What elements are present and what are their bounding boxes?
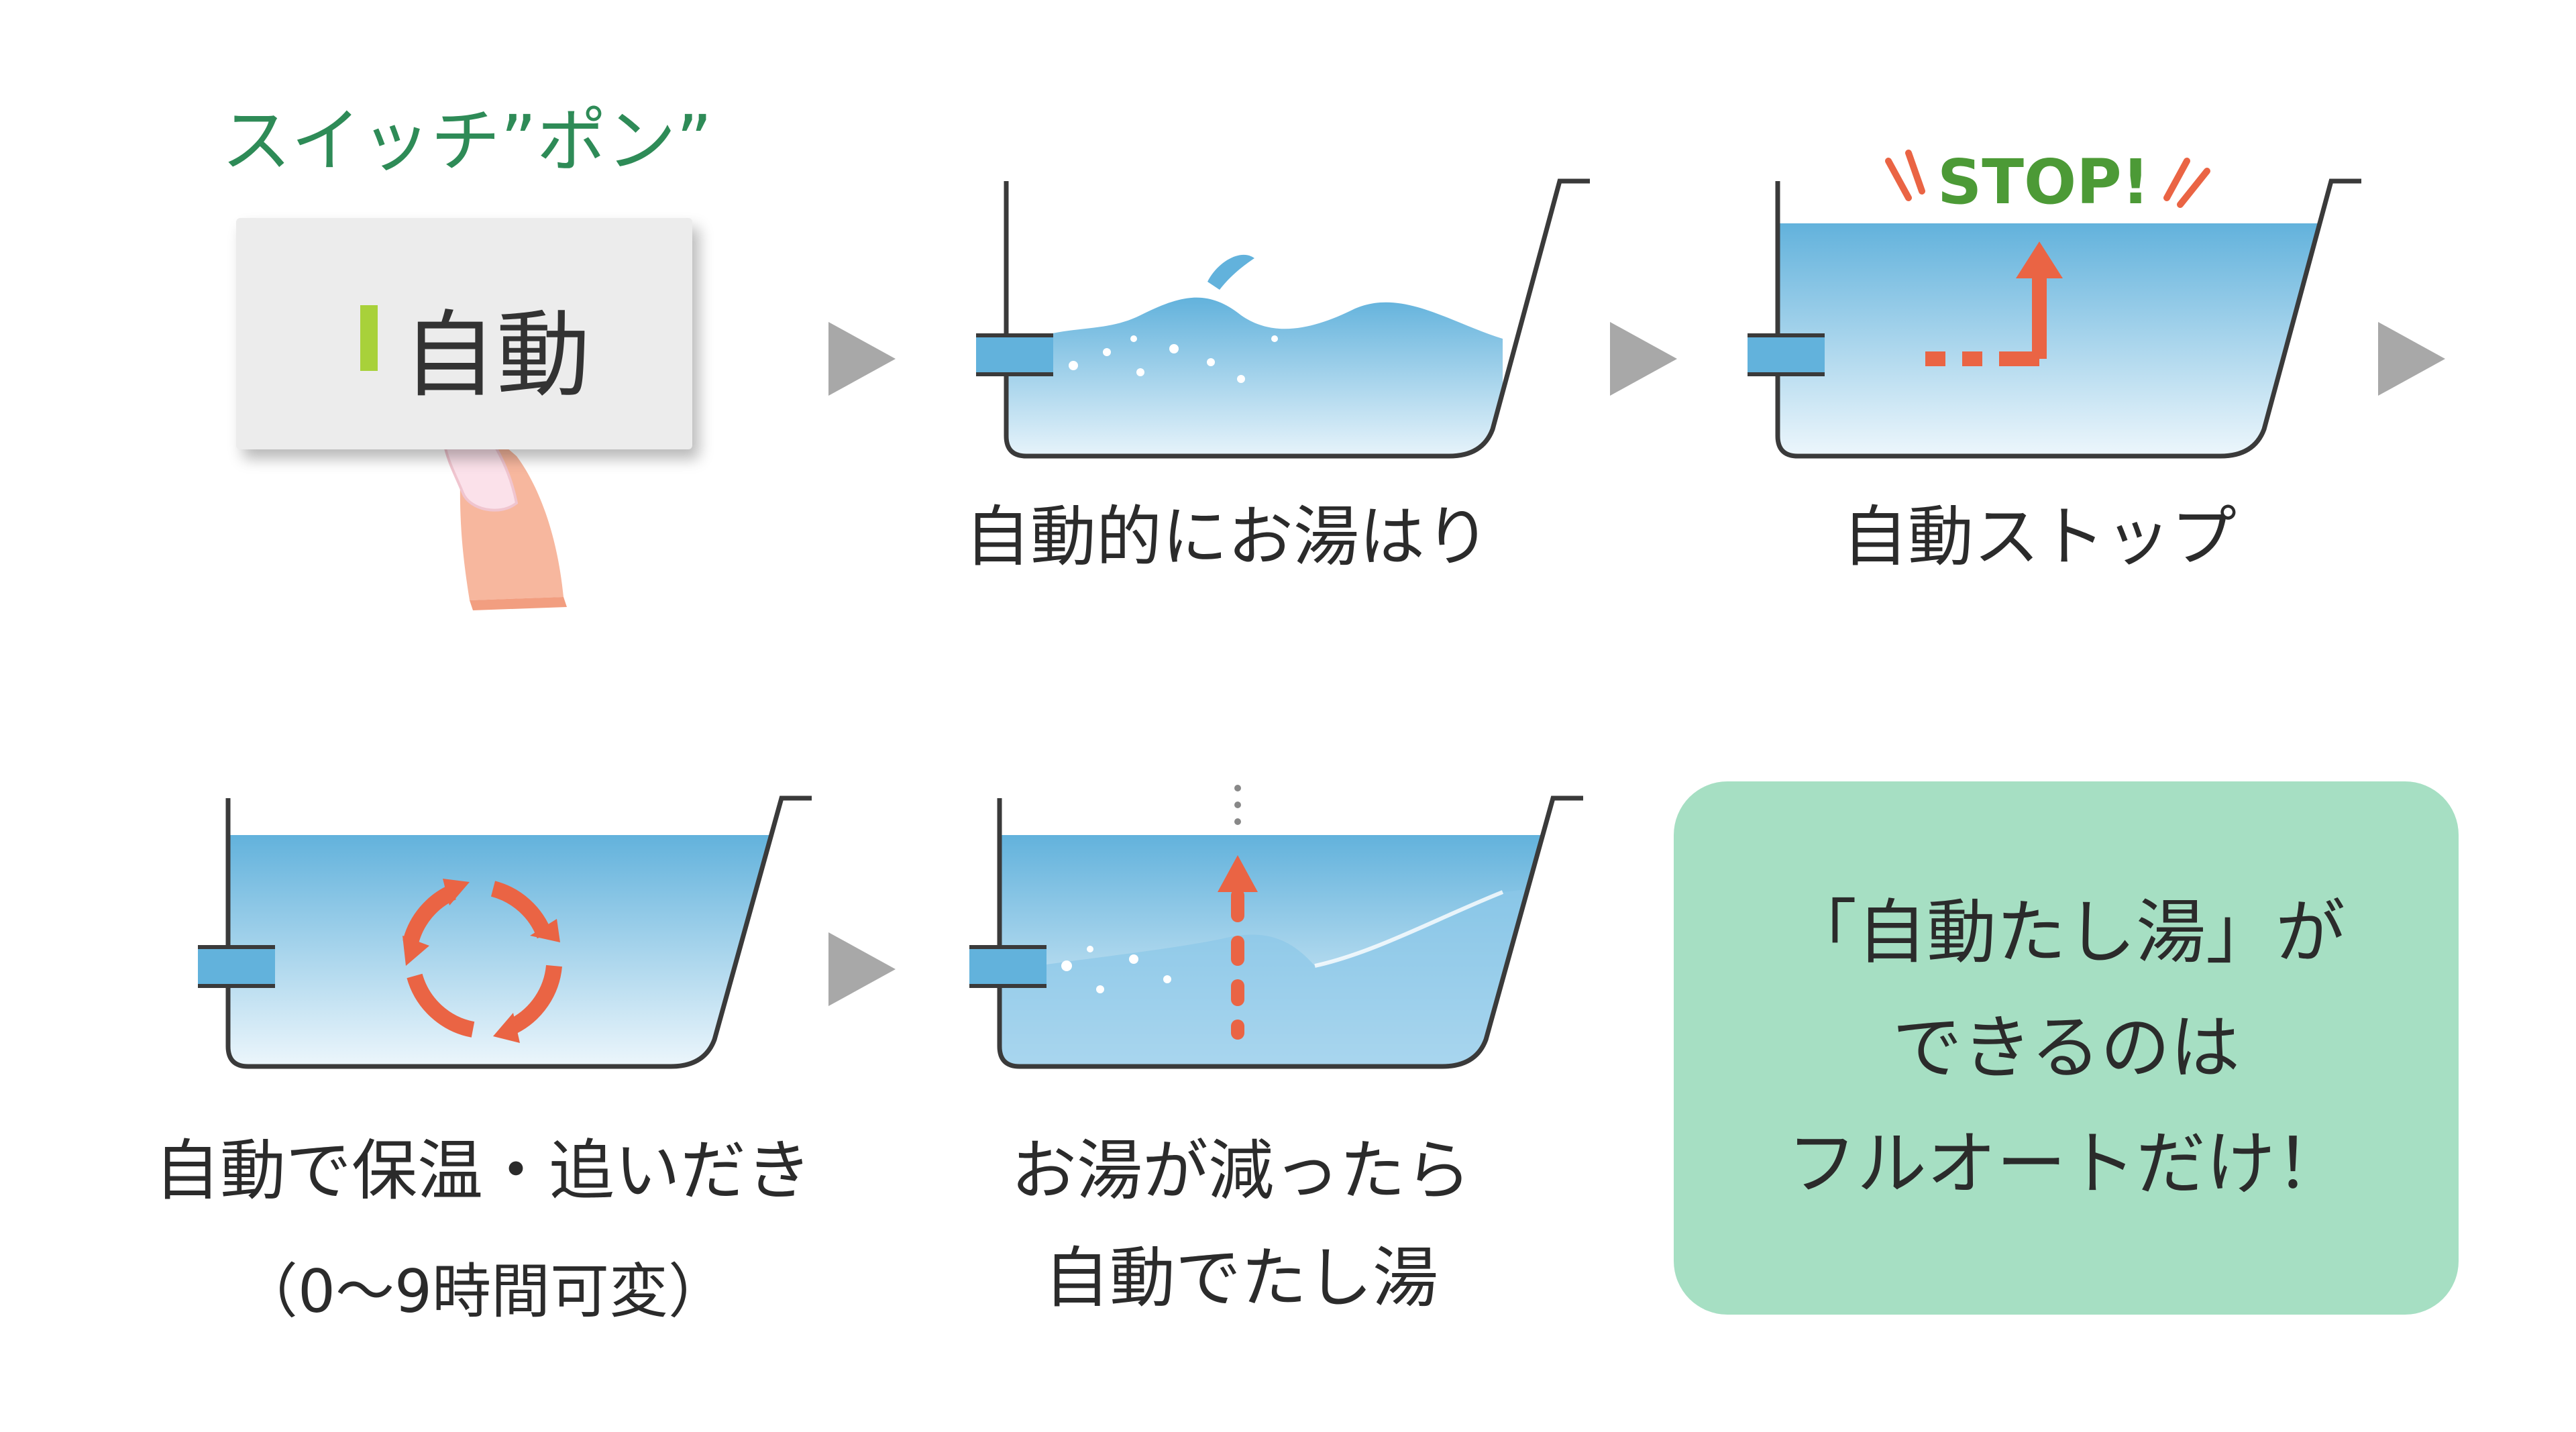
water-splash [1208,254,1254,290]
water-full [1778,223,2331,456]
level-dots [1234,785,1241,825]
tub-outline [997,795,1583,1069]
step-label-stop: 自動ストップ [1841,499,2237,575]
bubbles [1061,946,1171,993]
step-label-topup-line1: お湯が減ったら [1010,1133,1471,1209]
flow-arrow-3 [2378,322,2445,396]
step-label-fill: 自動的にお湯はり [964,499,1491,575]
tub-faucet [969,947,1046,986]
arrow-head [2016,241,2063,278]
water-full [228,835,782,1066]
tub-outline [1004,178,1590,459]
fullauto-note-box: 「自動たし湯」が できるのは フルオートだけ！ [1674,781,2459,1315]
tub-filling [976,178,1590,459]
indicator-led [360,305,378,371]
water-level-arrow [1925,272,2047,366]
note-line: 「自動たし湯」が [1786,891,2345,973]
flow-arrow-2 [1610,322,1677,396]
tub-keep-warm [198,795,812,1069]
tub-auto-topup [969,785,1583,1069]
tub-faucet [198,947,275,986]
circulation-icon [402,881,562,1038]
auto-switch-button[interactable]: 自動 [236,218,692,449]
switch-label: 自動 [402,301,591,410]
page-title: スイッチ”ポン” [221,100,712,182]
step-label-topup-line2: 自動でたし湯 [1043,1240,1438,1317]
note-line: フルオートだけ！ [1786,1122,2345,1205]
tub-auto-stop [1748,150,2361,459]
flow-arrow-4 [828,932,896,1006]
step-sublabel-keep-warm: （0〜9時間可変） [239,1257,727,1326]
tub-outline [1775,178,2361,459]
flow-arrows [828,322,2445,1006]
water-wave [1006,297,1503,456]
note-line: できるのは [1892,1007,2240,1089]
water-wave [1000,885,1553,1066]
stop-label: STOP! [1937,146,2150,218]
stop-burst-marks [1885,150,2210,208]
bubbles [1069,335,1278,383]
tub-outline [225,795,812,1069]
tub-faucet [976,335,1053,374]
tub-faucet [1748,335,1825,374]
flow-arrow-1 [828,322,896,396]
step-label-keep-warm: 自動で保温・追いだき [154,1133,812,1209]
